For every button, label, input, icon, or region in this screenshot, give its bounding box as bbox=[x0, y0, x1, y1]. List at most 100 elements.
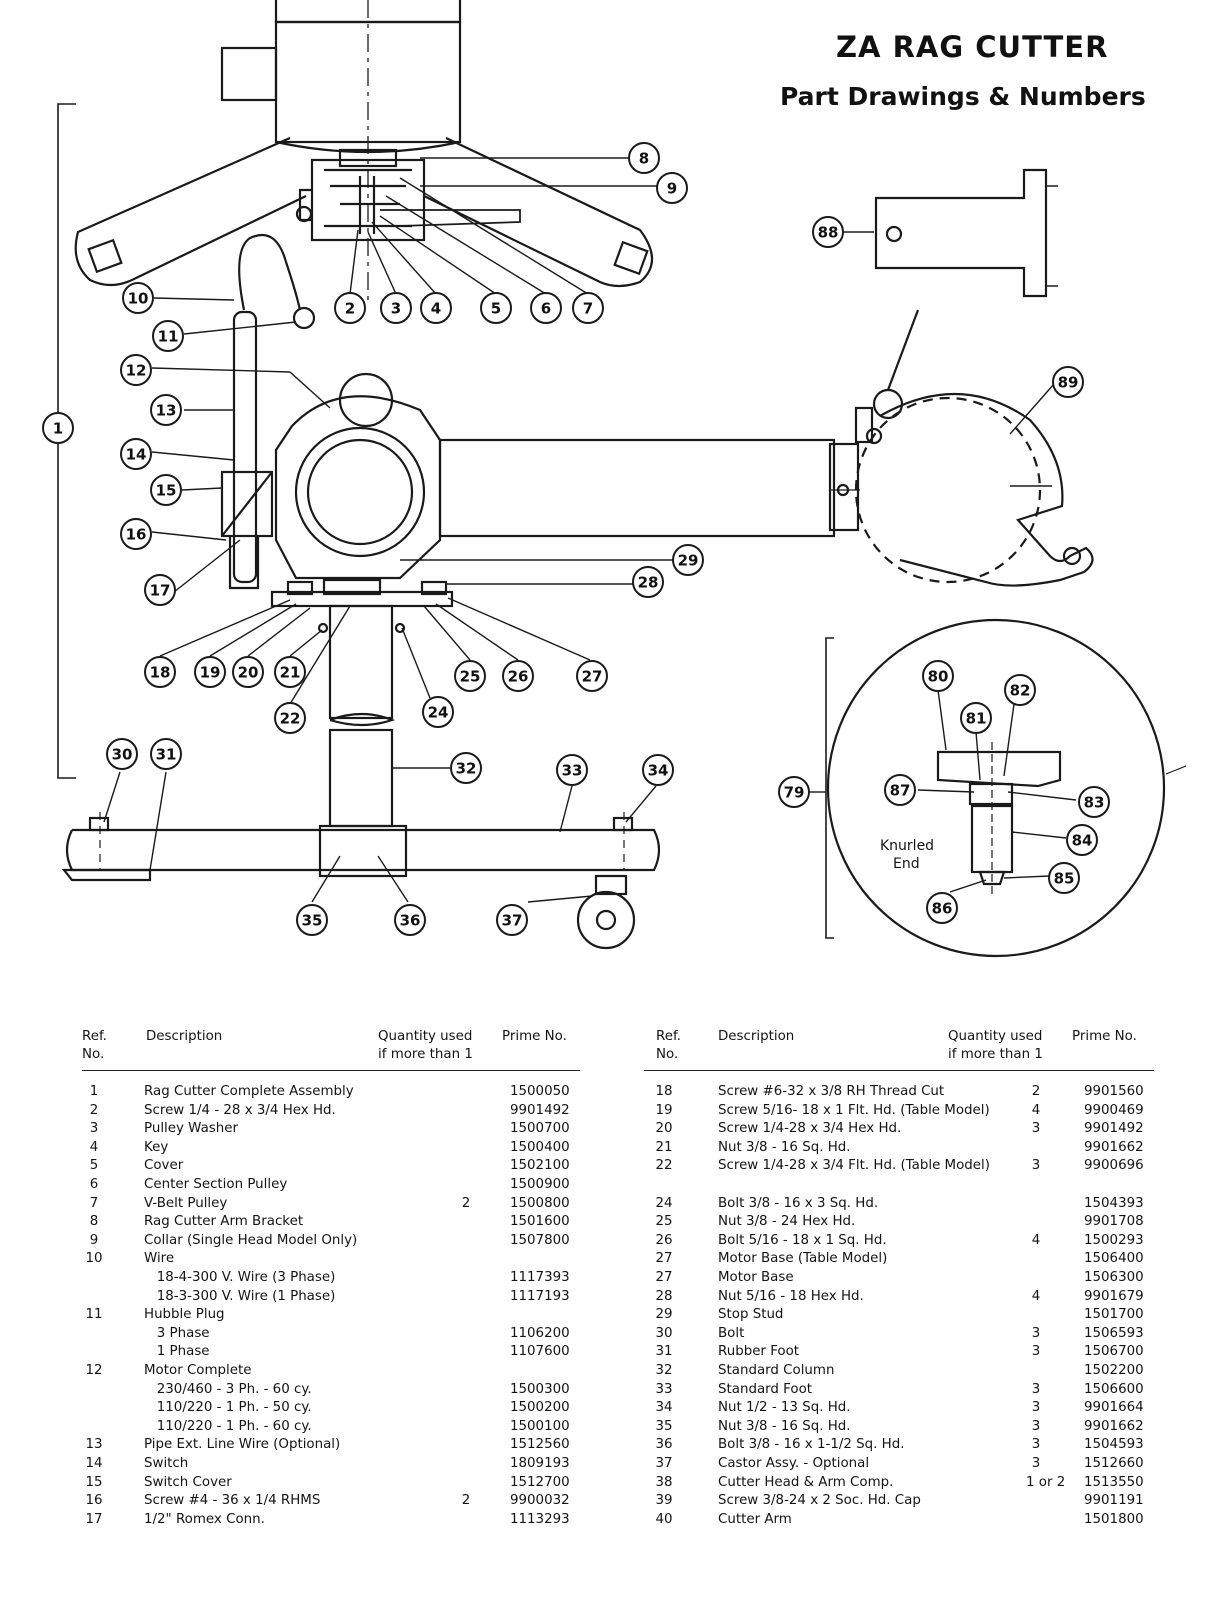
cell-prime: 9901662 bbox=[1084, 1139, 1144, 1155]
parts-drawing: 1234567891011121314151617181920212224252… bbox=[42, 0, 1187, 958]
callout-label: 19 bbox=[200, 664, 221, 682]
cell-desc: 18-3-300 V. Wire (1 Phase) bbox=[144, 1288, 336, 1304]
callout-label: 30 bbox=[112, 746, 133, 764]
cell-prime: 9901191 bbox=[1084, 1493, 1144, 1509]
cell-prime: 1500100 bbox=[510, 1418, 570, 1434]
right-header-quantity: Quantity used bbox=[948, 1029, 1043, 1044]
callout-25: 25 bbox=[454, 660, 486, 692]
callout-1: 1 bbox=[42, 412, 74, 444]
cell-prime: 1512660 bbox=[1084, 1456, 1144, 1471]
cell-qty: 4 bbox=[1031, 1288, 1041, 1304]
callout-22: 22 bbox=[274, 702, 306, 734]
cell-desc: Switch Cover bbox=[144, 1474, 232, 1490]
cell-desc: Screw 1/4-28 x 3/4 Hex Hd. bbox=[718, 1121, 902, 1137]
cell-ref: 17 bbox=[85, 1511, 103, 1527]
cell-prime: 1506300 bbox=[1084, 1270, 1144, 1285]
left-header-quantity-sub: if more than 1 bbox=[378, 1047, 473, 1062]
callout-6: 6 bbox=[530, 292, 562, 324]
callout-label: 10 bbox=[128, 290, 149, 308]
cell-prime: 9901662 bbox=[1084, 1418, 1144, 1434]
cell-prime: 9901664 bbox=[1084, 1400, 1144, 1416]
callout-label: 4 bbox=[431, 300, 441, 318]
callout-16: 16 bbox=[120, 518, 152, 550]
callout-label: 1 bbox=[53, 420, 63, 438]
cell-ref: 4 bbox=[89, 1139, 99, 1155]
callout-21: 21 bbox=[274, 656, 306, 688]
cell-desc: Center Section Pulley bbox=[144, 1177, 288, 1192]
callout-13: 13 bbox=[150, 394, 182, 426]
cell-prime: 1500300 bbox=[510, 1381, 570, 1397]
cell-ref: 28 bbox=[655, 1288, 673, 1304]
cell-ref: 25 bbox=[655, 1214, 673, 1230]
cell-prime: 1809193 bbox=[510, 1456, 570, 1471]
cell-prime: 1506593 bbox=[1084, 1325, 1144, 1341]
cell-prime: 1504593 bbox=[1084, 1437, 1144, 1453]
callout-label: 80 bbox=[928, 668, 949, 686]
cell-ref: 27 bbox=[655, 1270, 673, 1285]
callout-label: 6 bbox=[541, 300, 551, 318]
detail-label-knurled: Knurled bbox=[880, 838, 935, 854]
cell-desc: 1/2" Romex Conn. bbox=[144, 1511, 265, 1527]
callout-33: 33 bbox=[556, 754, 588, 786]
motor-arms bbox=[74, 136, 653, 288]
callout-label: 11 bbox=[158, 328, 179, 346]
cell-ref: 38 bbox=[655, 1474, 673, 1490]
cell-qty: 4 bbox=[1031, 1102, 1041, 1118]
callout-3: 3 bbox=[380, 292, 412, 324]
cell-qty: 3 bbox=[1031, 1158, 1041, 1174]
cell-ref: 39 bbox=[655, 1493, 673, 1509]
cell-desc: Nut 1/2 - 13 Sq. Hd. bbox=[718, 1400, 851, 1416]
cell-desc: Motor Base (Table Model) bbox=[718, 1251, 888, 1267]
left-header-quantity: Quantity used bbox=[378, 1029, 473, 1044]
cell-prime: 1506400 bbox=[1084, 1251, 1144, 1267]
cutter-head bbox=[854, 309, 1094, 587]
leader-lines bbox=[103, 157, 1077, 903]
cell-ref: 22 bbox=[655, 1158, 673, 1174]
callout-14: 14 bbox=[120, 438, 152, 470]
cell-ref: 26 bbox=[655, 1232, 673, 1248]
cell-ref: 16 bbox=[85, 1493, 103, 1509]
cell-qty: 3 bbox=[1031, 1400, 1041, 1416]
cell-desc: Switch bbox=[144, 1456, 189, 1471]
cell-desc: Hubble Plug bbox=[144, 1307, 225, 1323]
standard-column bbox=[317, 604, 406, 828]
cell-prime: 1506600 bbox=[1084, 1381, 1144, 1397]
cell-qty: 2 bbox=[1031, 1084, 1041, 1099]
cell-ref: 20 bbox=[655, 1121, 673, 1137]
callout-label: 86 bbox=[932, 900, 953, 918]
cell-prime: 1502200 bbox=[1084, 1363, 1144, 1378]
callout-24: 24 bbox=[422, 696, 454, 728]
callout-label: 8 bbox=[639, 150, 649, 168]
callout-2: 2 bbox=[334, 292, 366, 324]
cell-prime: 1504393 bbox=[1084, 1195, 1144, 1211]
cell-prime: 1513550 bbox=[1084, 1474, 1144, 1490]
callout-10: 10 bbox=[122, 282, 154, 314]
cell-desc: Pipe Ext. Line Wire (Optional) bbox=[144, 1437, 341, 1453]
callout-36: 36 bbox=[394, 904, 426, 936]
callout-88: 88 bbox=[812, 216, 844, 248]
callout-label: 84 bbox=[1072, 832, 1093, 850]
cell-desc: Pulley Washer bbox=[144, 1121, 238, 1137]
cell-desc: Motor Complete bbox=[144, 1363, 252, 1378]
cell-qty: 3 bbox=[1031, 1456, 1041, 1471]
wire-and-plug bbox=[232, 233, 316, 584]
callout-label: 2 bbox=[345, 300, 355, 318]
right-header-no: No. bbox=[656, 1047, 679, 1062]
cell-ref: 34 bbox=[655, 1400, 673, 1416]
cell-desc: Screw 1/4 - 28 x 3/4 Hex Hd. bbox=[144, 1102, 336, 1118]
cell-desc: Screw 1/4-28 x 3/4 Flt. Hd. (Table Model… bbox=[718, 1158, 990, 1174]
cell-ref: 19 bbox=[655, 1102, 673, 1118]
cell-desc: Screw 3/8-24 x 2 Soc. Hd. Cap bbox=[718, 1493, 921, 1509]
cell-prime: 1507800 bbox=[510, 1232, 570, 1248]
cell-ref: 11 bbox=[85, 1307, 103, 1323]
callout-9: 9 bbox=[656, 172, 688, 204]
callout-30: 30 bbox=[106, 738, 138, 770]
cell-prime: 1500050 bbox=[510, 1084, 570, 1099]
callout-17: 17 bbox=[144, 574, 176, 606]
callout-28: 28 bbox=[632, 566, 664, 598]
right-header-quantity-sub: if more than 1 bbox=[948, 1047, 1043, 1062]
callout-4: 4 bbox=[420, 292, 452, 324]
cell-prime: 1500400 bbox=[510, 1139, 570, 1155]
cell-ref: 8 bbox=[89, 1214, 99, 1230]
cell-prime: 1512560 bbox=[510, 1437, 570, 1453]
